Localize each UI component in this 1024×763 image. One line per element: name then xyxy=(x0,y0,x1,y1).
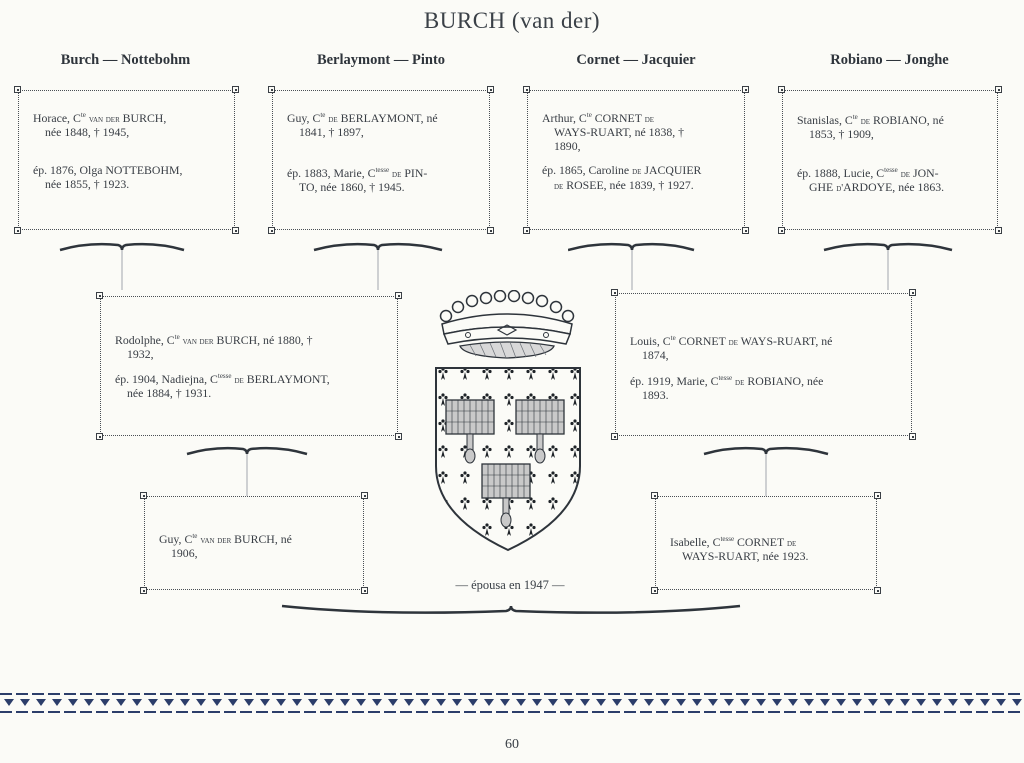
border-ornament xyxy=(4,699,14,706)
border-ornament xyxy=(676,699,686,706)
border-ornament xyxy=(484,699,494,706)
border-ornament xyxy=(500,699,510,706)
page-number: 60 xyxy=(505,737,519,752)
border-ornament xyxy=(164,699,174,706)
coronet-icon xyxy=(439,290,575,359)
border-ornament xyxy=(1012,699,1022,706)
genealogy-box-guy: Guy, Cte van der BURCH, né 1906, xyxy=(140,492,368,594)
border-ornament xyxy=(580,699,590,706)
border-ornament xyxy=(868,699,878,706)
decorative-brace-icon xyxy=(568,242,953,290)
border-ornament xyxy=(612,699,622,706)
border-ornament xyxy=(772,699,782,706)
border-ornament xyxy=(356,699,366,706)
border-ornament xyxy=(564,699,574,706)
border-ornament xyxy=(980,699,990,706)
border-ornament xyxy=(788,699,798,706)
border-ornament xyxy=(836,699,846,706)
border-ornament xyxy=(964,699,974,706)
border-ornament xyxy=(804,699,814,706)
border-ornament xyxy=(436,699,446,706)
border-ornament xyxy=(548,699,558,706)
border-ornament xyxy=(452,699,462,706)
border-ornament xyxy=(340,699,350,706)
genealogy-box-isabelle: Isabelle, Ctesse CORNET de WAYS-RUART, n… xyxy=(651,492,881,594)
genealogy-box-burch-nottebohm: Horace, Cte van der BURCH, née 1848, † 1… xyxy=(14,86,239,234)
border-ornament xyxy=(276,699,286,706)
border-ornament xyxy=(916,699,926,706)
genealogy-box-cornet-jacquier: Arthur, Cte CORNET de WAYS-RUART, né 183… xyxy=(523,86,749,234)
genealogy-box-louis: Louis, Cte CORNET de WAYS-RUART, né 1874… xyxy=(611,289,916,440)
border-ornament xyxy=(596,699,606,706)
border-ornament xyxy=(148,699,158,706)
decorative-brace-icon xyxy=(703,446,829,496)
page-title: BURCH (van der) xyxy=(423,8,601,33)
border-ornament xyxy=(756,699,766,706)
family-head-burch-nottebohm: Burch — Nottebohm xyxy=(60,52,191,68)
border-ornament xyxy=(388,699,398,706)
border-ornament xyxy=(372,699,382,706)
border-ornament xyxy=(948,699,958,706)
border-ornament xyxy=(228,699,238,706)
family-head-robiano-jonghe: Robiano — Jonghe xyxy=(830,52,949,68)
decorative-brace-icon xyxy=(186,446,308,496)
border-ornament xyxy=(852,699,862,706)
border-ornament xyxy=(660,699,670,706)
border-ornament xyxy=(324,699,334,706)
coat-of-arms-shield-icon xyxy=(435,367,581,552)
family-head-berlaymont-pinto: Berlaymont — Pinto xyxy=(316,52,446,68)
border-ornament xyxy=(36,699,46,706)
border-ornament xyxy=(900,699,910,706)
genealogy-box-robiano-jonghe: Stanislas, Cte de ROBIANO, né 1853, † 19… xyxy=(778,86,1002,234)
maces-charge xyxy=(445,399,565,528)
border-ornament xyxy=(692,699,702,706)
decorative-brace-icon xyxy=(281,604,741,614)
border-ornament xyxy=(468,699,478,706)
border-ornament xyxy=(196,699,206,706)
family-head-cornet-jacquier: Cornet — Jacquier xyxy=(576,52,696,68)
border-ornament xyxy=(308,699,318,706)
border-ornament xyxy=(244,699,254,706)
border-ornament xyxy=(740,699,750,706)
border-ornament xyxy=(84,699,94,706)
border-ornament xyxy=(180,699,190,706)
border-ornament xyxy=(132,699,142,706)
border-ornament xyxy=(20,699,30,706)
border-ornament xyxy=(68,699,78,706)
border-ornament xyxy=(292,699,302,706)
marriage-note: — épousa en 1947 — xyxy=(455,578,565,592)
border-ornament xyxy=(820,699,830,706)
border-ornament xyxy=(100,699,110,706)
decorative-brace-icon xyxy=(59,242,443,290)
border-ornament xyxy=(404,699,414,706)
decorative-border xyxy=(0,693,1024,713)
border-ornament xyxy=(212,699,222,706)
border-ornament xyxy=(884,699,894,706)
border-ornament xyxy=(532,699,542,706)
border-ornament xyxy=(996,699,1006,706)
border-ornament xyxy=(724,699,734,706)
genealogy-box-rodolphe: Rodolphe, Cte van der BURCH, né 1880, † … xyxy=(96,292,402,440)
border-ornament xyxy=(516,699,526,706)
border-ornament xyxy=(420,699,430,706)
border-ornament xyxy=(932,699,942,706)
border-ornament xyxy=(116,699,126,706)
border-ornament xyxy=(708,699,718,706)
border-ornament xyxy=(260,699,270,706)
border-ornament xyxy=(628,699,638,706)
border-ornament xyxy=(644,699,654,706)
border-ornament xyxy=(52,699,62,706)
genealogy-box-berlaymont-pinto: Guy, Cte de BERLAYMONT, né 1841, † 1897,… xyxy=(268,86,494,234)
